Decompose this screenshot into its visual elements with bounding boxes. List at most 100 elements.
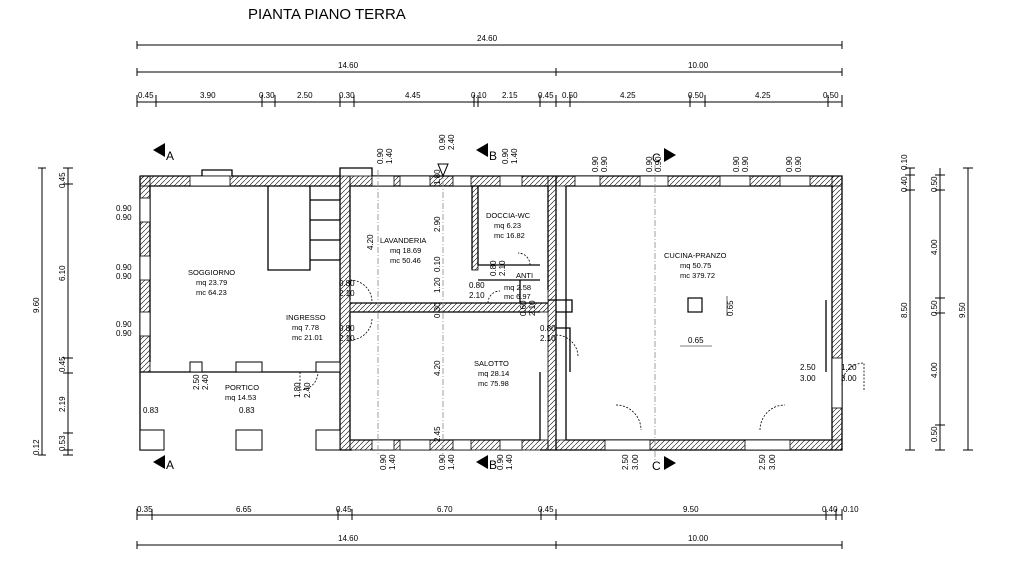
room-cucina: CUCINA-PRANZO mq 50.75 mc 379.72 [664,251,727,280]
dim-top-detail-1: 0.45 [138,91,154,100]
dim-top-detail-2: 3.90 [200,91,216,100]
dim-right-detail-3: 0.50 [930,176,939,192]
od-3b: 2.10 [469,291,485,300]
top-dimension-lines [136,41,843,107]
dim-right-detail-2: 0.40 [900,176,909,192]
ow-b4a: 2.50 [621,454,630,470]
dim-bottom-detail-5: 0.45 [538,505,554,514]
om-3: 0.10 [433,256,442,272]
ow-l3b: 0.90 [116,329,132,338]
dim-left-detail: 0.45 6.10 0.45 2.19 0.53 0.12 [32,172,67,455]
ow-b1a: 0.90 [379,454,388,470]
od-7b: 3.00 [800,374,816,383]
om-2: 2.90 [433,216,442,232]
salotto-volume: mc 75.98 [478,379,509,388]
room-soggiorno: SOGGIORNO mq 23.79 mc 64.23 [188,268,235,297]
dim-top-detail-12: 0.50 [688,91,704,100]
doccia-name: DOCCIA-WC [486,211,531,220]
om-9: 0.65 [726,300,735,316]
section-c-top: C [652,151,661,165]
od-8b: 3.00 [841,374,857,383]
section-markers: A A B B C C [153,143,676,473]
op-p2b: 2.40 [303,382,312,398]
section-b-top: B [489,149,497,163]
ingresso-area: mq 7.78 [292,323,319,332]
dim-bottom-detail-3: 0.45 [336,505,352,514]
ow-t7b: 0.90 [794,156,803,172]
ow-t2b: 2.40 [447,134,456,150]
om-8: 1.80 [433,169,442,185]
od-5a: 0.80 [489,260,498,276]
od-2b: 2.10 [339,334,355,343]
od-6a: 0.60 [519,300,528,316]
anti-name: ANTI [516,271,533,280]
dim-top-detail-5: 0.30 [339,91,355,100]
room-portico: PORTICO mq 14.53 [225,383,259,402]
ow-b1b: 1.40 [388,454,397,470]
room-ingresso: INGRESSO mq 7.78 mc 21.01 [286,313,326,342]
lavanderia-area: mq 18.69 [390,246,421,255]
om-1: 4.20 [366,234,375,250]
od-3a: 0.80 [469,281,485,290]
salotto-name: SALOTTO [474,359,509,368]
od-5b: 2.10 [498,260,507,276]
cucina-volume: mc 379.72 [680,271,715,280]
section-a-bottom: A [166,458,174,472]
od-7a: 2.50 [800,363,816,372]
ow-l3a: 0.90 [116,320,132,329]
od-1a: 0.80 [339,279,355,288]
op-p3: 0.83 [143,406,159,415]
portico-name: PORTICO [225,383,259,392]
ow-b4b: 3.00 [631,454,640,470]
soggiorno-name: SOGGIORNO [188,268,235,277]
section-lines [377,165,656,460]
ow-b2b: 1.40 [447,454,456,470]
section-a-top: A [166,149,174,163]
dim-left-total: 9.60 [32,297,41,313]
od-4a: 0.80 [540,324,556,333]
room-lavanderia: LAVANDERIA mq 18.69 mc 50.46 [380,236,426,265]
ow-t5a: 0.90 [645,156,654,172]
cucina-name: CUCINA-PRANZO [664,251,727,260]
door-swings [299,252,865,431]
room-anti: ANTI mq 2.58 mc 6.97 [504,271,533,301]
ow-b2a: 0.90 [438,454,447,470]
dim-top-detail-6: 4.45 [405,91,421,100]
dim-left-detail-3: 0.45 [58,356,67,372]
dim-bottom-detail: 0.35 6.65 0.45 6.70 0.45 9.50 0.40 0.10 [137,505,859,514]
od-2a: 0.80 [339,324,355,333]
dim-bottom-detail-6: 9.50 [683,505,699,514]
dim-left-detail-2: 6.10 [58,265,67,281]
od-6b: 2.10 [528,300,537,316]
dim-left-detail-4: 2.19 [58,396,67,412]
plan-title: PIANTA PIANO TERRA [248,6,406,23]
left-dimension-lines [38,167,73,456]
dim-right-detail-4: 4.00 [930,239,939,255]
section-b-bottom: B [489,458,497,472]
ow-t4a: 0.90 [591,156,600,172]
ingresso-name: INGRESSO [286,313,326,322]
om-10: 0.65 [688,336,704,345]
room-doccia: DOCCIA-WC mq 6.23 mc 16.82 [486,211,531,240]
ow-t1b: 1.40 [385,148,394,164]
portico-area: mq 14.53 [225,393,256,402]
dim-right-detail-6: 4.00 [930,362,939,378]
ow-t3b: 1.40 [510,148,519,164]
ow-b5a: 2.50 [758,454,767,470]
dim-top-detail-10: 0.50 [562,91,578,100]
ingresso-volume: mc 21.01 [292,333,323,342]
dim-right-sub: 8.50 [900,302,909,318]
dim-top-sub-left: 14.60 [338,61,359,70]
dim-right-detail-1: 0.10 [900,154,909,170]
op-p1a: 2.50 [192,374,201,390]
wall-fills [139,175,843,451]
dim-bottom-detail-7: 0.40 [822,505,838,514]
dim-top-detail-4: 2.50 [297,91,313,100]
ow-t2a: 0.90 [438,134,447,150]
dim-bottom-detail-2: 6.65 [236,505,252,514]
dim-top-detail-13: 4.25 [755,91,771,100]
ow-t6a: 0.90 [732,156,741,172]
lavanderia-volume: mc 50.46 [390,256,421,265]
dim-top-total: 24.60 [477,34,498,43]
